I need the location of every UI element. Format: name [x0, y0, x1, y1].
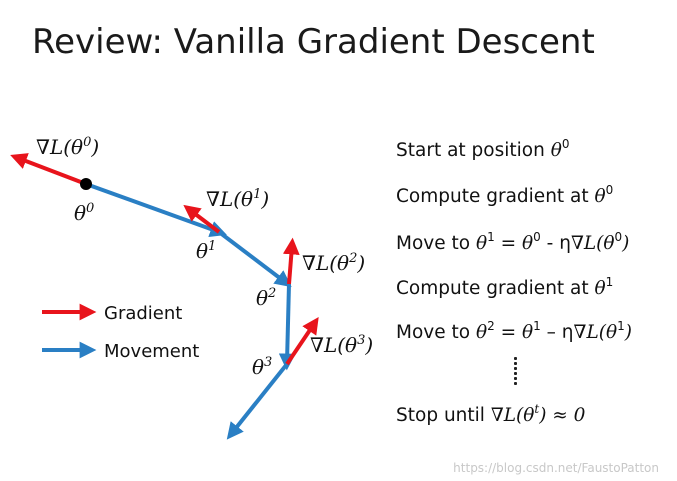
step-compute-1: Compute gradient at θ1 — [396, 275, 614, 300]
vertical-ellipsis — [513, 357, 519, 389]
step-move-2: Move to θ2 = θ1 – η∇L(θ1) — [396, 319, 632, 344]
start-point — [80, 178, 92, 190]
point-label-1: θ1 — [196, 239, 216, 263]
gradient-arrow-2 — [282, 237, 300, 285]
point-label-2: θ2 — [256, 286, 276, 310]
grad-label-1: ∇L(θ1) — [206, 187, 269, 211]
movement-arrow-1 — [217, 230, 292, 288]
legend-gradient-label: Gradient — [104, 303, 182, 324]
step-stop: Stop until ∇L(θt) ≈ 0 — [396, 402, 586, 427]
point-label-3: θ3 — [252, 355, 272, 379]
movement-arrow-0 — [85, 182, 227, 238]
gradient-arrow-3 — [285, 317, 319, 366]
legend-movement-label: Movement — [104, 341, 199, 362]
movement-arrow-3 — [226, 362, 289, 440]
step-compute-0: Compute gradient at θ0 — [396, 183, 614, 208]
grad-label-0: ∇L(θ0) — [36, 135, 99, 159]
slide-title: Review: Vanilla Gradient Descent — [32, 22, 595, 62]
movement-arrow-2 — [278, 283, 296, 371]
watermark: https://blog.csdn.net/FaustoPatton — [453, 461, 659, 475]
point-label-0: θ0 — [74, 201, 94, 225]
step-start: Start at position θ0 — [396, 137, 570, 162]
step-move-1: Move to θ1 = θ0 - η∇L(θ0) — [396, 230, 630, 255]
grad-label-2: ∇L(θ2) — [302, 251, 365, 275]
gradient-arrow-0 — [10, 153, 87, 186]
grad-label-3: ∇L(θ3) — [310, 333, 373, 357]
gradient-arrow-1 — [183, 204, 221, 234]
